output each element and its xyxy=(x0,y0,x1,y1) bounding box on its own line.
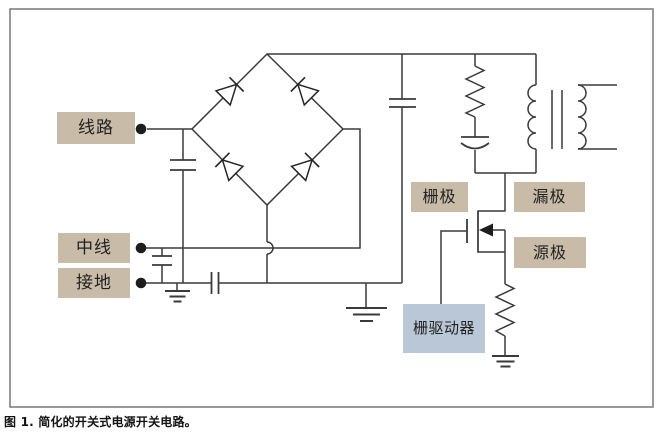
bridge-rectifier xyxy=(214,76,320,182)
neutral-terminal-dot xyxy=(135,242,147,254)
snubber-capacitor xyxy=(460,136,490,150)
diode-icon xyxy=(214,152,245,182)
transformer-core xyxy=(551,90,563,149)
ground-symbol-icon xyxy=(165,290,190,303)
mosfet-arrow-icon xyxy=(479,223,493,237)
ground-terminal-dot xyxy=(135,277,147,289)
source-resistor xyxy=(494,283,516,337)
label-neutral: 中线 xyxy=(58,233,130,263)
bridge-diamond xyxy=(190,52,345,207)
label-drain: 漏极 xyxy=(514,182,585,212)
series-capacitor xyxy=(210,272,220,294)
wires xyxy=(141,52,617,356)
transformer xyxy=(527,84,587,150)
ground-symbol-icon xyxy=(492,355,519,368)
bulk-dc-capacitor xyxy=(389,98,416,108)
figure-border xyxy=(9,8,654,408)
gate-driver-block: 栅驱动器 xyxy=(403,304,485,353)
label-source: 源极 xyxy=(514,237,586,268)
primary-winding xyxy=(527,84,537,150)
ground-symbol-icon xyxy=(346,307,387,322)
figure-caption: 图 1. 简化的开关式电源开关电路。 xyxy=(4,415,197,429)
wire-hop xyxy=(266,241,274,255)
label-gate: 栅极 xyxy=(411,182,468,212)
line-filter-capacitor xyxy=(170,159,196,171)
diode-icon xyxy=(290,76,320,107)
diode-icon xyxy=(214,76,245,107)
label-line: 线路 xyxy=(57,112,135,144)
mosfet xyxy=(466,211,493,252)
label-ground: 接地 xyxy=(58,268,130,298)
neutral-ground-capacitor xyxy=(152,255,172,266)
line-terminal-dot xyxy=(135,123,147,135)
secondary-winding xyxy=(577,84,587,150)
snubber-resistor xyxy=(464,65,486,118)
diode-icon xyxy=(290,152,320,182)
